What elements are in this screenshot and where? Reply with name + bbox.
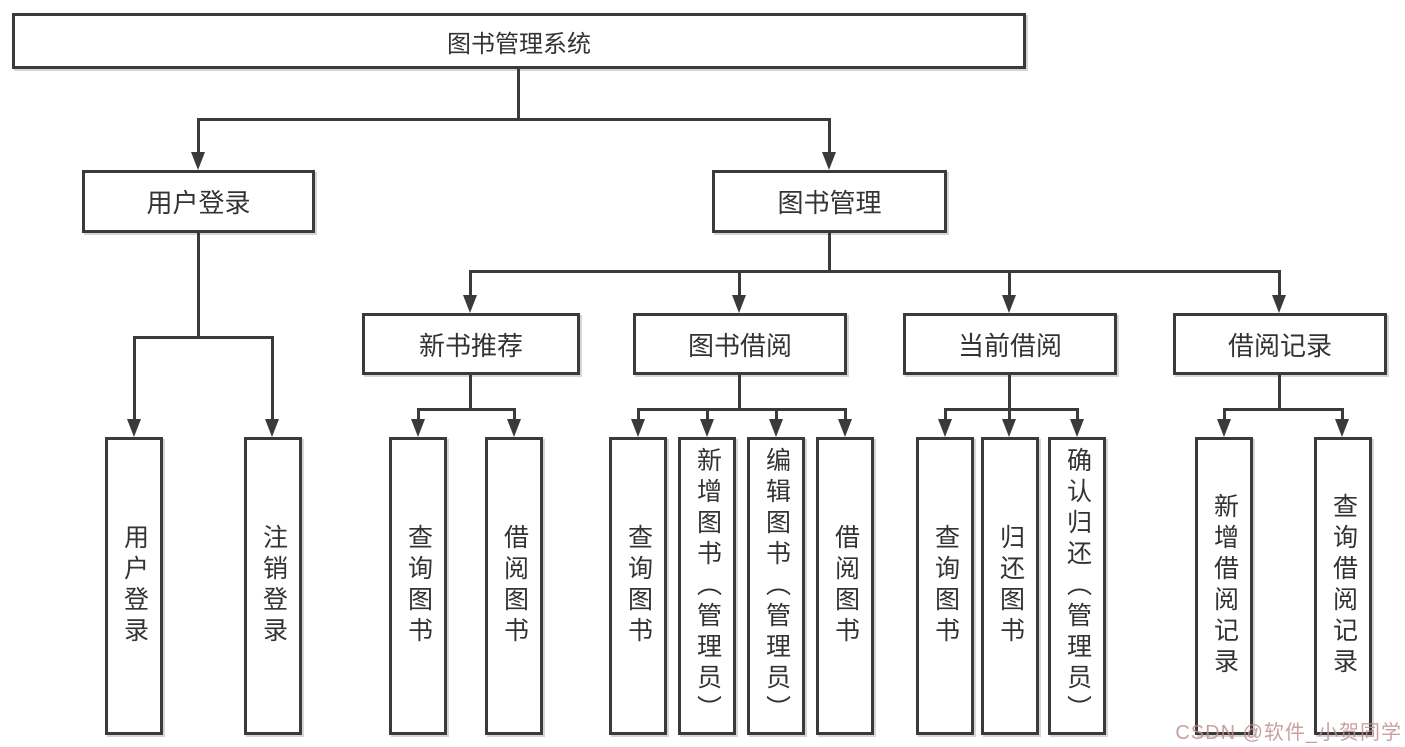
connector-mgmt-branch: [469, 270, 1281, 273]
connector-drop: [1008, 408, 1011, 421]
leaf-borrow-book: 借阅图书: [485, 437, 543, 735]
node-user-login: 用户登录: [82, 170, 315, 233]
arrow-down-icon: [1002, 295, 1016, 313]
leaf-user-login: 用户登录: [105, 437, 163, 735]
connector-drop: [469, 270, 472, 297]
leaf-borrow-book: 借阅图书: [816, 437, 874, 735]
node-current-borrow: 当前借阅: [903, 313, 1117, 375]
leaf-query-book: 查询图书: [389, 437, 447, 735]
arrow-down-icon: [838, 419, 852, 437]
arrow-down-icon: [1217, 419, 1231, 437]
connector-drop: [197, 118, 200, 154]
node-new-book-recommend: 新书推荐: [362, 313, 580, 375]
arrow-down-icon: [1070, 419, 1084, 437]
connector-group-branch: [637, 408, 846, 411]
connector-mgmt-stem: [828, 231, 831, 273]
connector-drop: [844, 408, 847, 421]
leaf-return-book: 归还图书: [981, 437, 1039, 735]
arrow-down-icon: [507, 419, 521, 437]
connector-drop: [828, 118, 831, 154]
connector-drop: [1076, 408, 1079, 421]
connector-drop: [706, 408, 709, 421]
connector-login-stem: [197, 231, 200, 339]
leaf-logout: 注销登录: [244, 437, 302, 735]
arrow-down-icon: [769, 419, 783, 437]
leaf-add-borrow-record: 新增借阅记录: [1195, 437, 1253, 735]
arrow-down-icon: [631, 419, 645, 437]
arrow-down-icon: [1002, 419, 1016, 437]
connector-root-branch: [197, 118, 831, 121]
arrow-down-icon: [463, 295, 477, 313]
arrow-down-icon: [1272, 295, 1286, 313]
leaf-confirm-return-admin: 确认归还（管理员）: [1048, 437, 1106, 735]
arrow-down-icon: [127, 419, 141, 437]
node-book-management: 图书管理: [712, 170, 947, 233]
connector-drop: [1278, 270, 1281, 297]
arrow-down-icon: [938, 419, 952, 437]
arrow-down-icon: [191, 152, 205, 170]
connector-login-branch: [133, 336, 274, 339]
connector-group-stem: [1278, 373, 1281, 411]
leaf-query-book: 查询图书: [916, 437, 974, 735]
connector-drop: [417, 408, 420, 421]
connector-group-stem: [738, 373, 741, 411]
leaf-edit-book-admin: 编辑图书（管理员）: [747, 437, 805, 735]
connector-drop: [1341, 408, 1344, 421]
leaf-query-book: 查询图书: [609, 437, 667, 735]
connector-drop: [1008, 270, 1011, 297]
connector-group-branch: [1223, 408, 1344, 411]
connector-drop: [738, 270, 741, 297]
connector-drop: [637, 408, 640, 421]
node-root: 图书管理系统: [12, 13, 1026, 69]
connector-drop: [944, 408, 947, 421]
connector-drop: [1223, 408, 1226, 421]
connector-group-stem: [469, 373, 472, 411]
connector-root-stem: [517, 68, 520, 118]
node-borrow-record: 借阅记录: [1173, 313, 1387, 375]
node-book-borrow: 图书借阅: [633, 313, 847, 375]
leaf-query-borrow-record: 查询借阅记录: [1314, 437, 1372, 735]
leaf-add-book-admin: 新增图书（管理员）: [678, 437, 736, 735]
arrow-down-icon: [411, 419, 425, 437]
arrow-down-icon: [700, 419, 714, 437]
connector-group-stem: [1008, 373, 1011, 411]
connector-drop: [133, 336, 136, 421]
connector-group-branch: [944, 408, 1079, 411]
csdn-watermark: CSDN @软件_小贺同学: [1175, 722, 1402, 744]
arrow-down-icon: [822, 152, 836, 170]
connector-drop: [775, 408, 778, 421]
arrow-down-icon: [1335, 419, 1349, 437]
connector-group-branch: [417, 408, 516, 411]
connector-drop: [513, 408, 516, 421]
connector-drop: [271, 336, 274, 421]
arrow-down-icon: [732, 295, 746, 313]
arrow-down-icon: [265, 419, 279, 437]
